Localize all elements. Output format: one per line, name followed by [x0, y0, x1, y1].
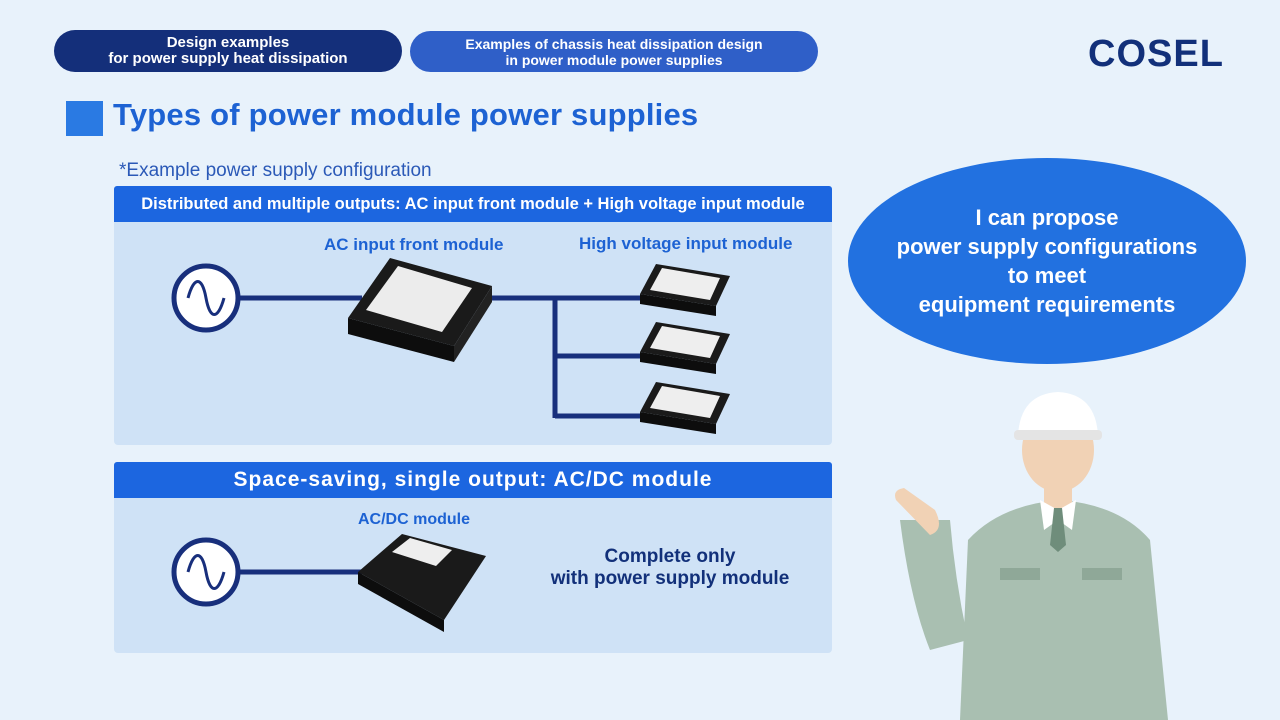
acdc-module-label: AC/DC module [358, 511, 470, 528]
ac-source-icon [171, 537, 241, 607]
bubble-line4: equipment requirements [918, 292, 1176, 317]
front-module-label: AC input front module [324, 235, 504, 254]
title-marker [66, 101, 103, 136]
bubble-line3: to meet [1007, 263, 1087, 288]
complete-note-line1: Complete only [604, 546, 736, 567]
nav-pill-line1: Design examples [166, 34, 290, 51]
nav-pill-line2: for power supply heat dissipation [108, 50, 348, 67]
hv-module-label: High voltage input module [579, 234, 793, 253]
nav-pill-chassis-examples[interactable]: Examples of chassis heat dissipation des… [410, 31, 818, 72]
complete-note: Complete only with power supply module [520, 546, 820, 590]
bubble-line1: I can propose [975, 205, 1119, 230]
power-module-icon [358, 534, 486, 632]
page-title: Types of power module power supplies [113, 97, 699, 132]
cosel-logo: COSEL [1088, 33, 1224, 74]
power-module-icon [640, 264, 730, 316]
power-module-icon [640, 322, 730, 374]
nav-pill-line1: Examples of chassis heat dissipation des… [465, 35, 763, 52]
svg-text:COSEL: COSEL [1088, 33, 1224, 74]
single-output-panel-heading: Space-saving, single output: AC/DC modul… [114, 462, 832, 498]
nav-pill-line2: in power module power supplies [505, 51, 723, 68]
power-module-icon [640, 382, 730, 434]
speech-bubble: I can propose power supply configuration… [848, 158, 1246, 364]
ac-source-icon [171, 263, 241, 333]
engineer-illustration [895, 392, 1168, 720]
nav-pill-design-examples[interactable]: Design examples for power supply heat di… [54, 30, 402, 72]
wires-distributed [238, 295, 642, 419]
complete-note-line2: with power supply module [550, 568, 790, 589]
bubble-line2: power supply configurations [896, 234, 1198, 259]
distributed-panel-heading: Distributed and multiple outputs: AC inp… [114, 186, 832, 222]
page-subtitle: *Example power supply configuration [119, 160, 432, 181]
power-module-icon [348, 258, 492, 362]
